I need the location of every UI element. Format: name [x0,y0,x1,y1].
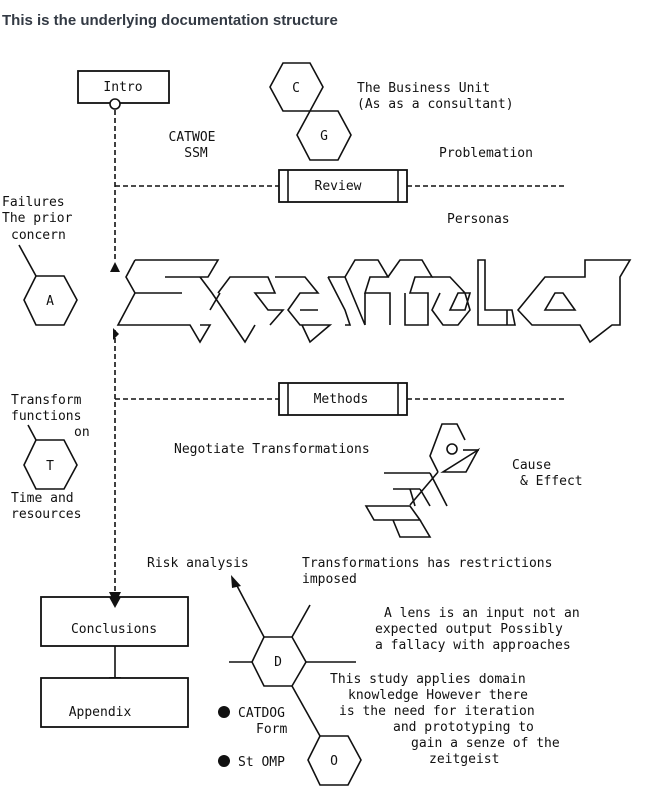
on-label: on [74,425,90,440]
lens-line-3: a fallacy with approaches [375,638,571,653]
arrow-down-icon [109,597,121,608]
d-to-o-line [291,685,321,737]
svg-text:O: O [330,754,338,769]
methods-node[interactable]: Methods [278,382,408,416]
review-node[interactable]: Review [278,169,408,203]
imposed-label: imposed [302,572,357,587]
svg-text:D: D [274,655,282,670]
hexagon-g: G [296,110,352,161]
study-line-1: This study applies domain [330,672,526,687]
svg-text:T: T [46,459,54,474]
hexagon-c: C [269,62,324,112]
appendix-node[interactable]: Appendix [40,677,189,728]
ssm-label: SSM [184,146,208,161]
methods-label: Methods [314,392,369,407]
prior-label: The prior [2,211,73,226]
consultant-label: (As as a consultant) [357,97,514,112]
study-line-4: and prototyping to [393,720,534,735]
fishbone-icon [364,423,481,538]
st-omp-label: St OMP [238,755,285,770]
study-line-2: knowledge However there [348,688,528,703]
time-label: Time and [11,491,74,506]
svg-text:C: C [292,81,300,96]
cause-label: Cause [512,458,551,473]
svg-text:A: A [46,294,54,309]
hexagon-d: D [251,636,307,687]
risk-analysis-label: Risk analysis [147,556,249,571]
connector-circle [109,98,121,110]
catwoe-label: CATWOE [169,130,216,145]
transform-label: Transform [11,393,82,408]
effect-label: & Effect [520,474,583,489]
conclusions-label: Conclusions [71,622,157,637]
study-line-6: zeitgeist [429,752,499,767]
study-line-5: gain a senze of the [411,736,560,751]
hexagon-o: O [307,735,362,786]
lens-line-1: A lens is an input not an [384,606,580,621]
form-label: Form [256,722,287,737]
personas-label: Personas [447,212,510,227]
page-title: This is the underlying documentation str… [2,12,338,29]
resources-label: resources [11,507,81,522]
appendix-label: Appendix [69,705,132,720]
intro-node[interactable]: Intro [77,70,170,110]
leader-line-a [18,244,37,277]
risk-arrow-line [234,581,265,638]
concern-label: concern [11,228,66,243]
negotiate-label: Negotiate Transformations [174,442,370,457]
study-line-3: is the need for iteration [339,704,535,719]
lens-line-2: expected output Possibly [375,622,563,637]
bullet-icon [218,706,230,718]
svg-text:G: G [320,129,328,144]
intro-label: Intro [103,80,142,95]
arrow-up-left-icon [231,575,241,588]
problemation-label: Problemation [439,146,533,161]
bullet-icon [218,755,230,767]
leader-line-t [27,424,37,441]
hexagon-a: A [23,275,78,326]
scaffold-logo [116,259,632,344]
catdog-label: CATDOG [238,706,285,721]
restrictions-label: Transformations has restrictions [302,556,552,571]
arrow-up-icon [110,262,120,272]
d-line-upper-right [291,604,311,638]
hexagon-t: T [23,439,78,490]
failures-label: Failures [2,195,65,210]
functions-label: functions [11,409,81,424]
review-label: Review [315,179,362,194]
business-unit-label: The Business Unit [357,81,490,96]
arrow-right-icon [113,328,119,340]
